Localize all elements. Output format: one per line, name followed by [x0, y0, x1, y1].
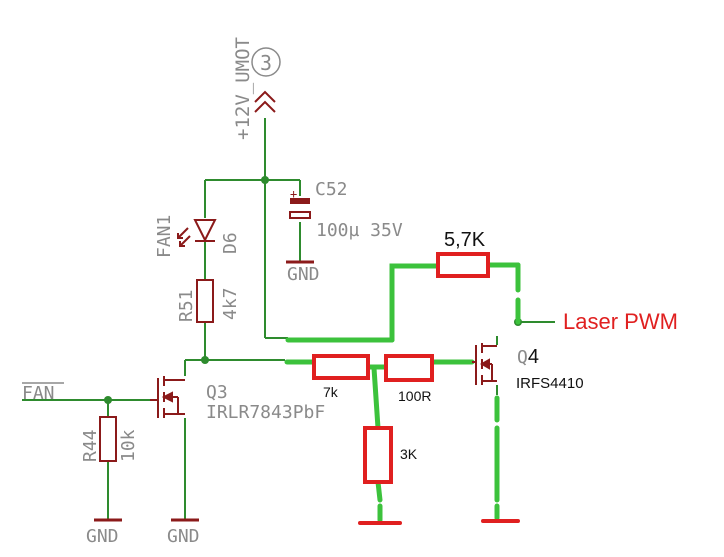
capacitor-c52: +: [289, 187, 311, 219]
capacitor-gnd-label: GND: [287, 264, 320, 285]
laser-pwm-label: Laser PWM: [563, 309, 678, 334]
capacitor-polarity: +: [290, 187, 297, 201]
q3-gnd-label: GND: [167, 526, 200, 547]
resistor-3k: [363, 426, 393, 484]
resistor-100r: [384, 354, 434, 382]
resistor-r51: [196, 279, 214, 323]
resistor-7k-label: 7k: [323, 384, 339, 400]
mosfet-q3-part: IRLR7843PbF: [206, 402, 325, 423]
mosfet-q3-icon: [150, 376, 185, 418]
supply-net-label: +12V_UMOT: [232, 37, 254, 140]
ground-symbol-icon: [358, 519, 520, 525]
resistor-3k-label: 3K: [400, 446, 418, 462]
fan-input-label: FAN: [22, 383, 55, 404]
mosfet-q4-number: 4: [528, 346, 539, 368]
resistor-r51-value: 4k7: [220, 287, 241, 320]
supply-number-circle: [251, 47, 281, 77]
mosfet-q3-ref: Q3: [206, 382, 228, 403]
capacitor-ref: C52: [315, 179, 348, 200]
schematic-wires: [22, 118, 555, 520]
resistor-5k7: [436, 252, 490, 278]
resistor-5k7-label: 5,7K: [444, 229, 486, 251]
led-ref: D6: [220, 232, 241, 254]
resistor-r44-ref: R44: [80, 429, 101, 462]
r44-gnd-label: GND: [86, 526, 119, 547]
supply-arrow-icon: [254, 90, 276, 113]
resistor-r44: [99, 416, 117, 462]
mosfet-q4-ref: Q4: [517, 346, 539, 368]
mosfet-q4-part: IRFS4410: [516, 375, 584, 392]
resistor-100r-label: 100R: [398, 388, 431, 404]
capacitor-value: 100µ 35V: [316, 220, 403, 241]
added-wires: [284, 262, 521, 523]
mosfet-q4-icon: [472, 343, 497, 385]
supply-number: 3: [260, 51, 272, 75]
resistor-r51-ref: R51: [176, 289, 197, 322]
led-name: FAN1: [154, 215, 175, 258]
resistor-7k: [312, 354, 370, 380]
resistor-r44-value: 10k: [118, 429, 139, 462]
led-diode-icon: [177, 219, 217, 247]
